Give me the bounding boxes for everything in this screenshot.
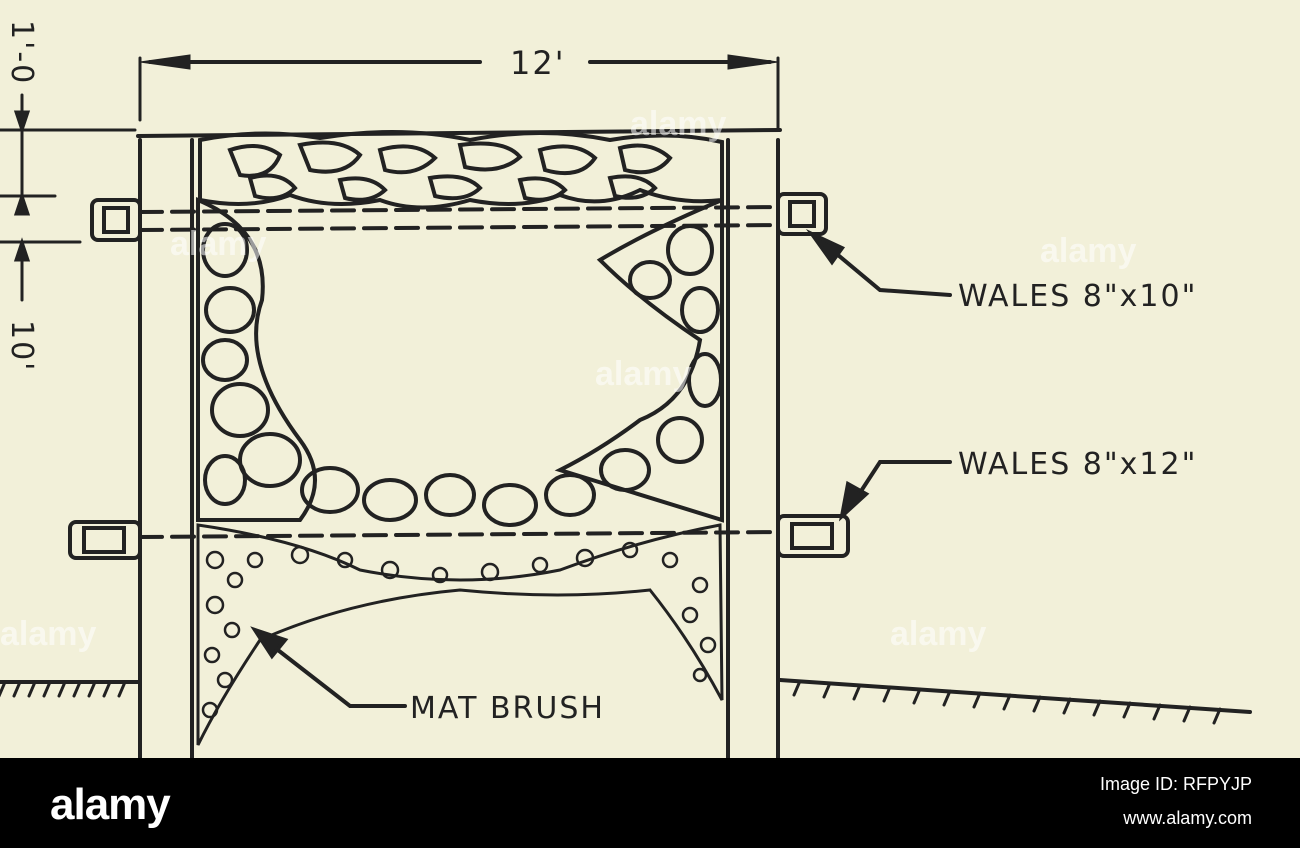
crib-posts (136, 128, 782, 758)
width-dimension-label: 12' (510, 44, 566, 82)
svg-text:alamy: alamy (170, 225, 266, 263)
mat-brush-fill (196, 523, 724, 746)
svg-text:alamy: alamy (1040, 232, 1136, 270)
alamy-logo: alamy (50, 780, 171, 829)
top-gap-dimension-label: 1'-0 (4, 20, 39, 85)
leader-lower-wale (838, 460, 952, 522)
upper-wale (90, 192, 828, 242)
rock-fill-left (196, 196, 317, 522)
site-url: www.alamy.com (1123, 808, 1252, 828)
rock-fill-bottom (300, 466, 596, 527)
lower-wale (68, 514, 850, 560)
footer-bar: alamy Image ID: RFPYJP www.alamy.com (0, 758, 1300, 848)
rock-fill-top (198, 129, 724, 210)
image-id-text: Image ID: RFPYJP (1099, 774, 1252, 794)
svg-text:alamy: alamy (0, 615, 96, 653)
svg-text:alamy: alamy (890, 615, 986, 653)
crib-dam-cross-section-diagram: 12' 1'-0 10' WALES 8"x10" WALES 8"x12" M… (0, 20, 1252, 758)
watermarks: alamy alamy alamy alamy alamy alamy (0, 105, 1136, 653)
svg-text:alamy: alamy (595, 355, 691, 393)
ground-right (778, 678, 1252, 725)
leader-mat-brush (250, 626, 407, 708)
leader-upper-wale (805, 228, 952, 297)
ground-left (0, 680, 140, 698)
height-dimension (0, 93, 137, 302)
wales-upper-label: WALES 8"x10" (958, 279, 1197, 314)
svg-text:alamy: alamy (630, 105, 726, 143)
lower-gap-dimension-label: 10' (4, 320, 39, 372)
mat-brush-label: MAT BRUSH (410, 691, 605, 726)
width-dimension (138, 54, 780, 132)
wales-lower-label: WALES 8"x12" (958, 447, 1197, 482)
